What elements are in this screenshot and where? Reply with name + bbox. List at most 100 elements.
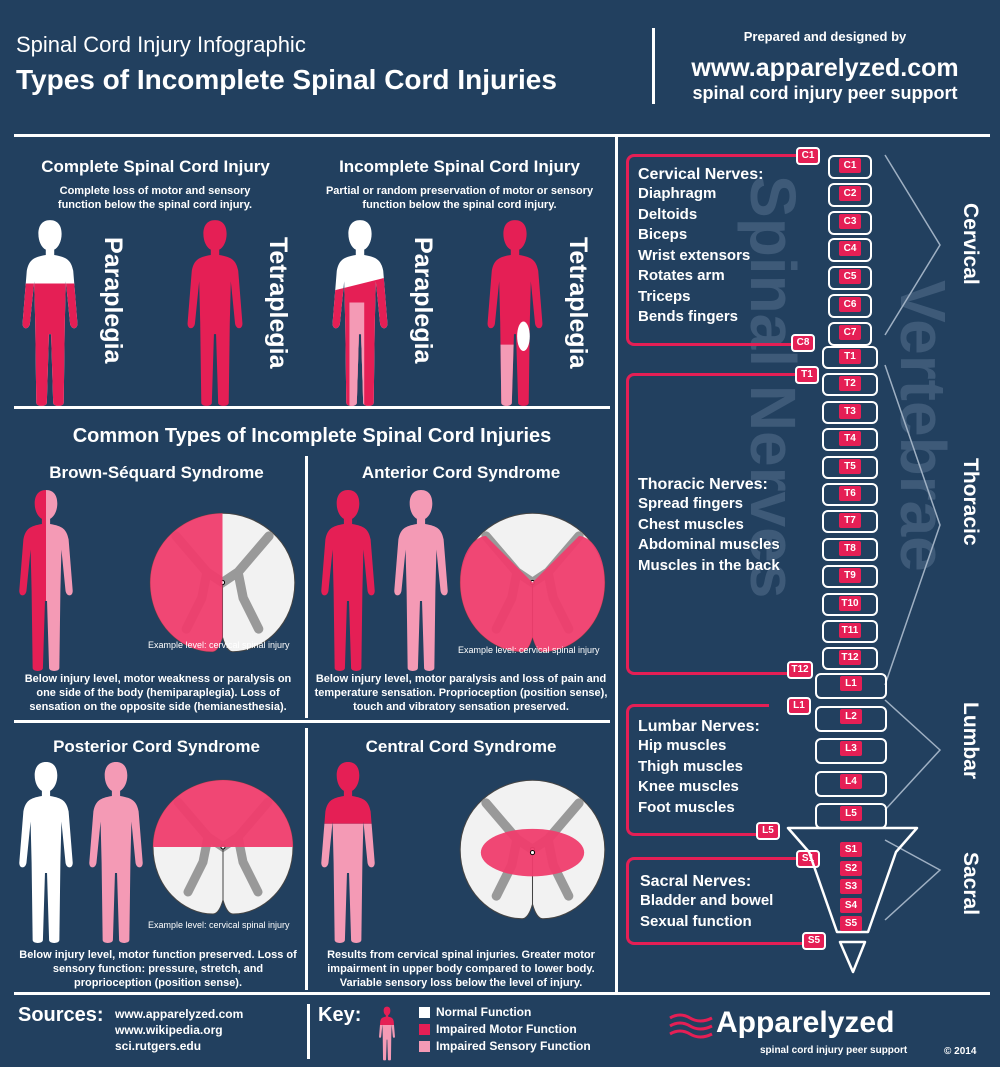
cord-brown-sequard xyxy=(145,505,300,660)
central-title: Central Cord Syndrome xyxy=(365,737,557,756)
thoracic-nerves-title: Thoracic Nerves: xyxy=(638,476,768,493)
vertebra-label: C5 xyxy=(839,269,861,285)
tag-c8: C8 xyxy=(791,334,815,352)
vertebra-label: C6 xyxy=(839,297,861,312)
section-rule-1 xyxy=(14,406,610,409)
figure-incomplete-paraplegia xyxy=(325,218,395,408)
vertebra-label: T12 xyxy=(839,650,861,666)
region-thoracic: Thoracic xyxy=(959,458,982,546)
vertebra-label: C3 xyxy=(839,213,861,229)
source-link[interactable]: www.apparelyzed.com xyxy=(115,1007,244,1021)
vertebra-s4: S4 xyxy=(840,897,862,913)
cord-central xyxy=(455,772,610,927)
key-label: Key: xyxy=(318,1004,362,1026)
lumbar-nerves-title: Lumbar Nerves: xyxy=(638,718,760,735)
vertebra-label: L4 xyxy=(840,773,862,789)
label-tetraplegia-incomplete: Tetraplegia xyxy=(564,237,592,369)
lumbar-nerves: Lumbar Nerves: Hip muscles Thigh muscles… xyxy=(638,718,760,818)
vertebra-t4: T4 xyxy=(822,428,878,452)
example-level-anterior: Example level: cervical spinal injury xyxy=(458,645,600,655)
source-link[interactable]: www.wikipedia.org xyxy=(115,1023,223,1037)
tag-t12: T12 xyxy=(787,661,813,679)
bracket-cervical xyxy=(626,154,809,346)
vertebra-label: L1 xyxy=(840,676,862,691)
vertebra-label: C1 xyxy=(839,158,861,173)
grid-divider-lower xyxy=(305,728,308,990)
key-figure xyxy=(377,1006,397,1061)
vertebra-label: T3 xyxy=(839,403,861,419)
sacrum-shape xyxy=(786,826,919,974)
vertebra-l4: L4 xyxy=(815,770,887,797)
vertebra-c5: C5 xyxy=(828,266,872,291)
vertebra-c6: C6 xyxy=(828,294,872,318)
source-link[interactable]: sci.rutgers.edu xyxy=(115,1039,202,1053)
brown-sequard-title: Brown-Séquard Syndrome xyxy=(49,463,264,482)
vertebra-l3: L3 xyxy=(815,738,887,764)
vertebra-c1: C1 xyxy=(828,155,872,179)
vertebra-label: C4 xyxy=(839,241,861,257)
cord-posterior xyxy=(148,772,298,922)
cervical-item: Diaphragm xyxy=(638,185,717,202)
sacral-item: Sexual function xyxy=(640,912,752,930)
vertebra-c2: C2 xyxy=(828,182,872,207)
copyright: © 2014 xyxy=(944,1046,977,1057)
vertebra-t3: T3 xyxy=(822,400,878,424)
cervical-item: Bends fingers xyxy=(638,308,739,325)
figure-complete-paraplegia xyxy=(15,218,85,408)
vertebra-label: C2 xyxy=(839,185,861,201)
vertebra-t1: T1 xyxy=(822,346,878,369)
posterior-desc: Below injury level, motor function prese… xyxy=(19,949,297,989)
header-divider xyxy=(652,28,655,104)
sources-list: www.apparelyzed.com www.wikipedia.org sc… xyxy=(115,1006,243,1054)
vertebra-t8: T8 xyxy=(822,537,878,561)
example-level-brown: Example level: cervical spinal injury xyxy=(148,640,290,650)
incomplete-desc: Partial or random preservation of motor … xyxy=(325,185,594,211)
vertebra-label: T11 xyxy=(839,623,861,638)
cervical-nerves-title: Cervical Nerves: xyxy=(638,166,764,183)
vertebra-label: T6 xyxy=(839,486,861,501)
vertebra-label: C7 xyxy=(839,324,861,340)
vertebra-label: L2 xyxy=(840,708,862,724)
brown-sequard-desc: Below injury level, motor weakness or pa… xyxy=(24,673,292,713)
header-rule xyxy=(14,134,990,137)
section-rule-2 xyxy=(14,720,610,723)
cord-anterior xyxy=(455,505,610,660)
vertebra-s2: S2 xyxy=(840,860,862,876)
vertebra-s5: S5 xyxy=(840,916,862,931)
bracket-lumbar xyxy=(626,704,769,836)
sources-label: Sources: xyxy=(18,1004,104,1026)
tag-t1: T1 xyxy=(795,366,819,384)
bracket-sacral xyxy=(626,857,809,945)
website-link[interactable]: www.apparelyzed.com xyxy=(691,54,959,82)
label-tetraplegia-complete: Tetraplegia xyxy=(264,237,292,369)
example-level-posterior: Example level: cervical spinal injury xyxy=(148,920,290,930)
region-lumbar: Lumbar xyxy=(959,702,982,780)
page-title: Types of Incomplete Spinal Cord Injuries xyxy=(16,64,557,95)
figure-posterior-normal xyxy=(10,760,82,945)
vertebra-label: T10 xyxy=(839,595,861,611)
figure-anterior-motor xyxy=(312,488,384,673)
thoracic-nerves: Thoracic Nerves: Spread fingers Chest mu… xyxy=(638,476,780,576)
vertebra-t11: T11 xyxy=(822,620,878,643)
vertebra-t12: T12 xyxy=(822,647,878,671)
tag-c1: C1 xyxy=(796,147,820,165)
figure-posterior-sensory xyxy=(80,760,152,945)
lumbar-item: Knee muscles xyxy=(638,778,739,795)
region-chevrons xyxy=(884,154,942,921)
cervical-item: Wrist extensors xyxy=(638,246,751,264)
complete-desc: Complete loss of motor and sensory funct… xyxy=(57,185,253,211)
vertebra-c7: C7 xyxy=(828,321,872,346)
vertebra-t6: T6 xyxy=(822,483,878,506)
cervical-nerves: Cervical Nerves: Diaphragm Deltoids Bice… xyxy=(638,166,763,328)
key-swatch-sensory xyxy=(419,1041,430,1052)
key-sensory: Impaired Sensory Function xyxy=(436,1039,591,1053)
brand-tagline: spinal cord injury peer support xyxy=(760,1045,908,1056)
vertebra-c4: C4 xyxy=(828,238,872,263)
cervical-item: Deltoids xyxy=(638,205,698,223)
region-cervical: Cervical xyxy=(959,203,982,285)
region-sacral: Sacral xyxy=(959,852,982,916)
cervical-item: Triceps xyxy=(638,287,691,305)
sacral-item: Bladder and bowel xyxy=(640,892,774,909)
brand-logo-icon xyxy=(669,1013,713,1039)
vertebra-t9: T9 xyxy=(822,565,878,589)
